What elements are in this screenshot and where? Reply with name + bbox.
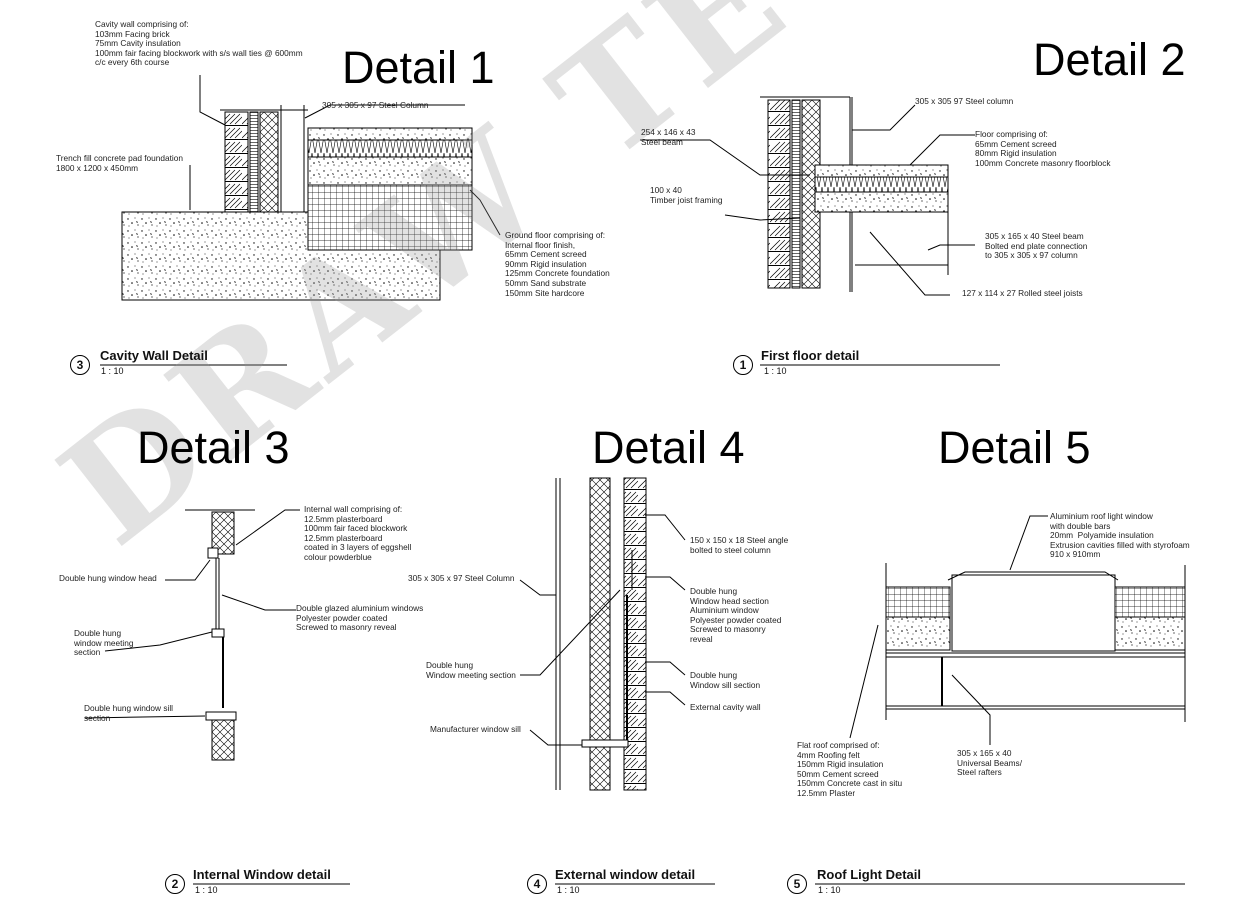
detail-3-title: Detail 3: [137, 422, 290, 473]
detail-scale: 1 : 10: [557, 885, 580, 895]
note: Double hung Window head section Aluminiu…: [690, 586, 782, 644]
detail-caption: Internal Window detail: [193, 867, 331, 882]
note: Double glazed aluminium windows Polyeste…: [296, 603, 424, 633]
note: Internal wall comprising of: 12.5mm plas…: [304, 504, 412, 562]
detail-5-title: Detail 5: [938, 422, 1091, 473]
detail-number-badge: 5: [787, 874, 807, 894]
note: 127 x 114 x 27 Rolled steel joists: [962, 288, 1083, 298]
note: 305 x 305 97 Steel column: [915, 96, 1014, 106]
note: Double hung Window meeting section: [426, 660, 516, 680]
detail-number-badge: 2: [165, 874, 185, 894]
note: External cavity wall: [690, 702, 761, 712]
note: 150 x 150 x 18 Steel angle bolted to ste…: [690, 535, 789, 555]
detail-caption: External window detail: [555, 867, 696, 882]
detail-caption: Roof Light Detail: [817, 867, 921, 882]
note: 305 x 305 x 97 Steel Column: [408, 573, 515, 583]
caption-underlines: [100, 364, 1185, 885]
note: Trench fill concrete pad foundation 1800…: [56, 153, 183, 173]
detail-1-title: Detail 1: [342, 42, 495, 93]
detail-scale: 1 : 10: [764, 366, 787, 376]
note: 100 x 40 Timber joist framing: [650, 185, 723, 205]
detail-caption: First floor detail: [761, 348, 860, 363]
detail-number-badge: 3: [70, 355, 90, 375]
detail-number-badge: 1: [733, 355, 753, 375]
detail-4-title: Detail 4: [592, 422, 745, 473]
note: Double hung window sill section: [84, 703, 174, 723]
detail-caption: Cavity Wall Detail: [100, 348, 208, 363]
detail-scale: 1 : 10: [195, 885, 218, 895]
note: 305 x 305 x 97 Steel Column: [322, 100, 429, 110]
note: Ground floor comprising of: Internal flo…: [505, 230, 610, 298]
note: Double hung window head: [59, 573, 157, 583]
detail-1-drawing: [121, 75, 501, 301]
detail-4-drawing: [519, 477, 686, 791]
note: 305 x 165 x 40 Universal Beams/ Steel ra…: [957, 748, 1023, 778]
note: Double hung Window sill section: [690, 670, 761, 690]
detail-3-drawing: [84, 509, 300, 761]
note: 254 x 146 x 43 Steel beam: [641, 127, 696, 147]
note: Double hung window meeting section: [74, 628, 134, 658]
detail-5-drawing: [849, 515, 1186, 745]
detail-number-badge: 4: [527, 874, 547, 894]
note: Flat roof comprised of: 4mm Roofing felt…: [797, 740, 903, 798]
detail-scale: 1 : 10: [101, 366, 124, 376]
note: Cavity wall comprising of: 103mm Facing …: [95, 19, 303, 68]
note: 305 x 165 x 40 Steel beam Bolted end pla…: [985, 231, 1088, 261]
detail-2-drawing: [640, 96, 975, 296]
note: Floor comprising of: 65mm Cement screed …: [975, 129, 1111, 168]
note: Manufacturer window sill: [430, 724, 521, 734]
detail-scale: 1 : 10: [818, 885, 841, 895]
detail-2-title: Detail 2: [1033, 34, 1186, 85]
note: Aluminium roof light window with double …: [1050, 511, 1190, 560]
